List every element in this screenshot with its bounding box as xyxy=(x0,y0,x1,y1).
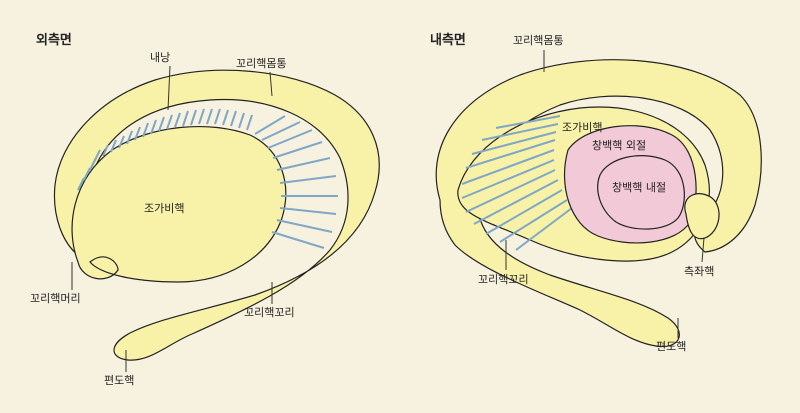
lateral-leader-internal-capsule xyxy=(167,65,171,111)
medial-view: 내측면 꼬리핵몸통 조가비핵 창백핵 외절 창백핵 내절 꼬리핵꼬리 측좌핵 편… xyxy=(430,32,762,353)
medial-internal-capsule-fibers xyxy=(461,115,573,251)
lateral-caudate-nucleus xyxy=(53,69,380,361)
lateral-leader-caudate-body xyxy=(269,71,273,97)
lateral-label-caudate-head: 꼬리핵머리 xyxy=(30,292,81,305)
medial-leader-nucleus-accumbens xyxy=(701,237,705,263)
medial-label-caudate-body: 꼬리핵몸통 xyxy=(513,34,564,47)
lateral-label-caudate-body: 꼬리핵몸통 xyxy=(236,57,287,70)
medial-caudate-nucleus xyxy=(435,59,762,348)
medial-label-amygdala: 편도핵 xyxy=(656,340,686,353)
medial-nucleus-accumbens xyxy=(684,193,720,240)
medial-label-putamen: 조가비핵 xyxy=(562,121,602,134)
medial-label-nucleus-accumbens: 측좌핵 xyxy=(684,265,714,278)
medial-label-gp-internal: 창백핵 내절 xyxy=(612,181,666,194)
medial-label-gp-external: 창백핵 외절 xyxy=(592,139,646,152)
lateral-label-internal-capsule: 내낭 xyxy=(150,51,170,64)
lateral-view: 외측면 내낭 꼬리핵몸통 조가비핵 꼬리핵머리 꼬리핵꼬리 편도핵 xyxy=(30,32,380,387)
lateral-label-putamen: 조가비핵 xyxy=(144,202,184,215)
lateral-label-amygdala: 편도핵 xyxy=(104,374,134,387)
medial-label-caudate-tail: 꼬리핵꼬리 xyxy=(478,273,529,286)
medial-gp-internal xyxy=(597,155,685,230)
lateral-title: 외측면 xyxy=(36,32,72,48)
medial-title: 내측면 xyxy=(430,32,466,48)
lateral-internal-capsule-fibers xyxy=(77,108,338,249)
lateral-label-caudate-tail: 꼬리핵꼬리 xyxy=(244,306,295,319)
